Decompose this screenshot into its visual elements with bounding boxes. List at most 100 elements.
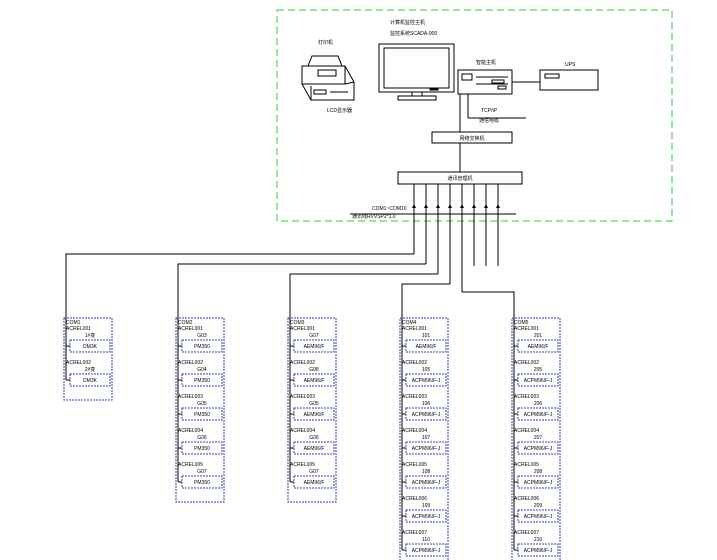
bus-protocol-label: COM1~COM10 [372,206,407,212]
room-connections [459,81,540,172]
meter-model: ACPM96/F-J [412,412,441,418]
gateway-label: 通讯管理机 [447,175,472,182]
device-name: G07 [309,469,319,475]
meter-model: AEM96/F [304,446,325,452]
printer-icon [301,55,355,101]
panel-feeder [177,263,426,318]
device-name: 110 [422,537,430,543]
panel-3: COM3ACREL001G07AEM96/FACREL002G08AEM96/F… [287,317,337,503]
panel-frame [63,317,113,401]
device-address: ACREL004 [290,428,315,434]
meter-box [405,373,447,387]
meter-model: DM3K [83,378,98,384]
host-computer-icon [457,69,513,95]
meter-box [517,475,559,489]
device-name: G05 [309,401,319,407]
meter-box [293,373,335,387]
device-name: 106 [422,401,431,407]
lcd-label: LCD显示器 [327,108,352,114]
meter-box [517,543,559,557]
panel-com-label: COM5 [514,320,529,326]
device-address: ACREL002 [178,360,203,366]
device-name: 205 [534,367,543,373]
meter-model: PM350 [194,480,210,486]
meter-model: ACPM96/F-J [412,446,441,452]
device-address: ACREL003 [514,394,539,400]
device-name: 107 [422,435,431,441]
panel-com-label: COM4 [402,320,417,326]
device-name: 105 [422,367,431,373]
arrow-icon [424,204,428,208]
device-address: ACREL003 [178,394,203,400]
meter-box [405,509,447,523]
meter-model: AEM96/F [304,412,325,418]
device-address: ACREL003 [402,394,427,400]
meter-box [181,373,223,387]
meter-model: AEM96/F [416,344,437,350]
meter-model: ACPM96/F-J [412,480,441,486]
meter-model: ACPM96/F-J [524,480,553,486]
meter-model: PM350 [194,446,210,452]
meter-model: AEM96/F [304,480,325,486]
meter-box [405,543,447,557]
panel-frame [511,317,561,560]
meter-box [517,509,559,523]
arrow-icon [472,204,476,208]
meter-model: DM3K [83,344,98,350]
device-address: ACREL004 [178,428,203,434]
device-address: ACREL002 [290,360,315,366]
device-name: 201 [534,333,543,339]
device-address: ACREL002 [402,360,427,366]
device-name: 209 [534,503,543,509]
gateway-drop-lines [412,184,500,292]
meter-box [181,339,223,353]
panel-com-label: COM1 [66,320,81,326]
device-address: ACREL006 [402,496,427,502]
meter-box [405,407,447,421]
device-address: ACREL006 [514,496,539,502]
panel-4: COM4ACREL001101AEM96/FACREL002105ACPM96/… [399,317,449,560]
meter-model: AEM96/F [304,344,325,350]
ups-label: UPS [565,62,576,68]
meter-box [69,339,111,353]
arrow-icon [448,204,452,208]
arrow-icon [496,204,500,208]
panel-5: COM5ACREL001201AEM96/FACREL002205ACPM96/… [511,317,561,560]
device-address: ACREL001 [290,326,315,332]
device-address: ACREL004 [514,428,539,434]
device-name: G07 [309,333,319,339]
device-name: 207 [534,435,543,441]
meter-model: ACPM96/F-J [524,446,553,452]
meter-box [405,475,447,489]
arrow-icon [412,204,416,208]
device-address: ACREL002 [514,360,539,366]
device-address: ACREL003 [290,394,315,400]
meter-box [293,407,335,421]
device-address: ACREL001 [66,326,91,332]
meter-model: ACPM96/F-J [412,378,441,384]
meter-box [181,407,223,421]
device-address: ACREL005 [402,462,427,468]
meter-model: ACPM96/F-J [524,514,553,520]
panel-frame [399,317,449,560]
panel-frame [175,317,225,503]
tcpip-sub-label: 通信电缆 [479,117,499,124]
device-name: G06 [197,435,207,441]
meter-model: PM350 [194,344,210,350]
meter-model: PM350 [194,378,210,384]
tcpip-label: TCP/IP [481,108,498,114]
meter-model: ACPM96/F-J [524,378,553,384]
meter-box [293,441,335,455]
panel-feeder-lines [65,253,515,318]
panel-com-label: COM2 [178,320,193,326]
device-name: G05 [197,401,207,407]
monitor-icon [378,43,455,101]
device-name: G06 [309,435,319,441]
panel-feeder [289,273,438,318]
meter-model: AEM96/F [304,378,325,384]
meter-box [405,339,447,353]
